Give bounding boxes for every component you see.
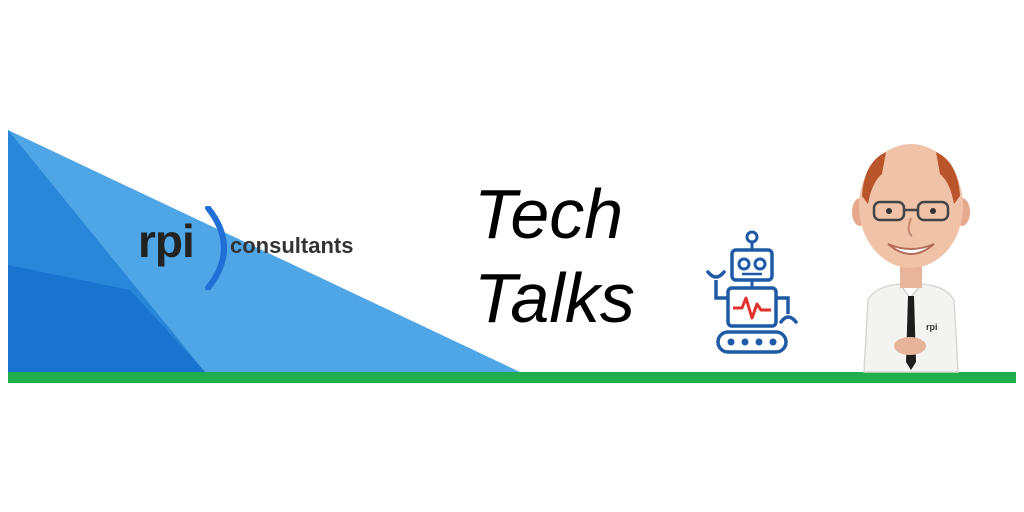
title-line-1: Tech <box>474 175 624 253</box>
rpi-consultants-logo: rpi consultants <box>138 206 398 290</box>
robot-icon <box>706 230 798 354</box>
logo-text-rpi: rpi <box>138 215 195 267</box>
logo-arc-icon <box>205 206 227 290</box>
shirt-logo-text: rpi <box>926 322 938 332</box>
banner-title: Tech Talks <box>474 172 635 340</box>
title-line-2: Talks <box>474 259 635 337</box>
bobblehead-figure: rpi <box>852 144 970 373</box>
green-divider-bar <box>8 372 1016 383</box>
logo-text-consultants: consultants <box>230 233 354 258</box>
